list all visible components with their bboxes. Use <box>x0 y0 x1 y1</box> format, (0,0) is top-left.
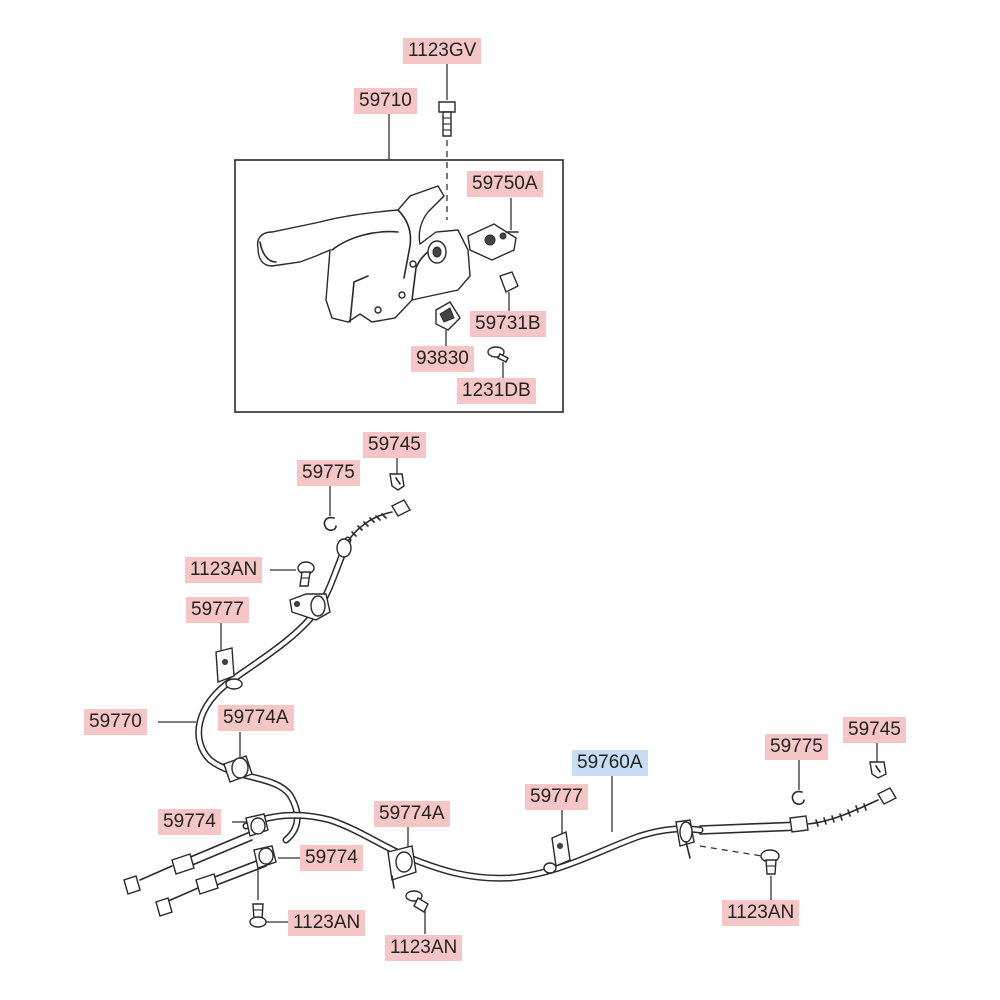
bracket-59777-left <box>215 622 243 690</box>
callout-59774a-mid[interactable]: 59774A <box>374 801 450 827</box>
callout-59745-top[interactable]: 59745 <box>363 432 426 458</box>
callout-1123an-top[interactable]: 1123AN <box>185 557 263 583</box>
callout-59775-right[interactable]: 59775 <box>765 734 828 760</box>
cable-bracket-upper <box>289 593 331 621</box>
callout-59777-left[interactable]: 59777 <box>186 597 249 623</box>
callout-59760a[interactable]: 59760A <box>572 750 648 776</box>
bolt-1123an-top <box>270 561 315 587</box>
callout-1123an-bottom-mid[interactable]: 1123AN <box>385 935 463 961</box>
callout-59774-upper[interactable]: 59774 <box>158 809 221 835</box>
pad-59731b <box>499 271 519 312</box>
bolt-1123an-right <box>699 845 780 902</box>
rear-cable-59760a <box>242 787 897 882</box>
callout-1123an-right[interactable]: 1123AN <box>722 900 800 926</box>
lever-assembly-box <box>234 159 564 413</box>
callout-59777-mid[interactable]: 59777 <box>525 784 588 810</box>
clip-59775-top <box>323 485 337 531</box>
callout-1123an-bottom-left[interactable]: 1123AN <box>288 910 366 936</box>
bolt-1123an-bottom-left <box>249 868 290 928</box>
callout-59731b[interactable]: 59731B <box>470 311 546 337</box>
callout-59774-lower[interactable]: 59774 <box>300 845 363 871</box>
callout-59750a[interactable]: 59750A <box>467 171 543 197</box>
clip-59745-right <box>869 743 887 779</box>
callout-1231db[interactable]: 1231DB <box>457 378 536 404</box>
callout-59774a-left[interactable]: 59774A <box>218 705 294 731</box>
clip-59775-right <box>791 760 805 805</box>
switch-93830 <box>435 301 461 346</box>
callout-59745-right[interactable]: 59745 <box>843 717 906 743</box>
rear-cable-left-ends <box>123 831 267 917</box>
bracket-59750a <box>467 198 519 261</box>
callout-59710[interactable]: 59710 <box>354 88 417 114</box>
callout-59775-top[interactable]: 59775 <box>297 460 360 486</box>
clamp-59774a-left <box>223 732 253 783</box>
handbrake-lever <box>256 185 471 323</box>
clamp-59774-upper <box>232 813 269 837</box>
bracket-59777-mid <box>543 810 571 874</box>
callout-59770[interactable]: 59770 <box>84 709 147 735</box>
callout-93830[interactable]: 93830 <box>411 346 474 372</box>
clamp-59774-lower <box>253 845 300 869</box>
bolt-1123an-bottom-mid <box>405 890 429 934</box>
callout-1123gv[interactable]: 1123GV <box>403 38 482 64</box>
screw-1231db <box>487 346 509 378</box>
bolt-1123gv <box>438 64 456 220</box>
clamp-59774a-mid <box>387 826 417 889</box>
clip-59745-top <box>389 457 405 491</box>
